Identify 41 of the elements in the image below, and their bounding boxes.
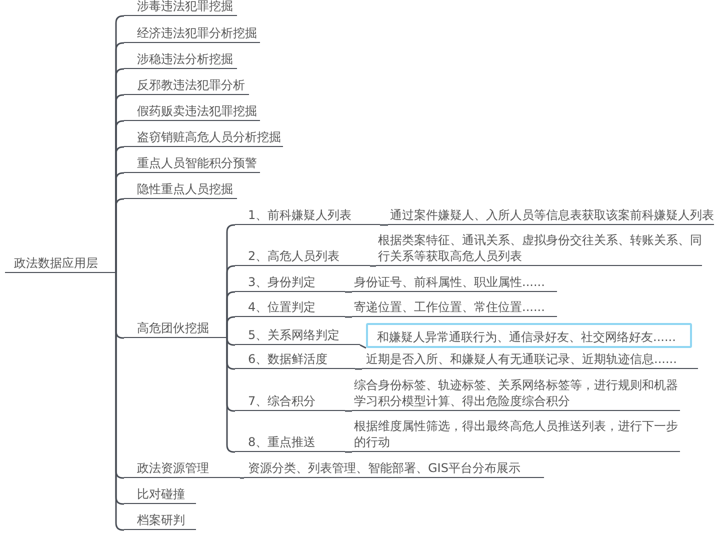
branch-topic: 5、关系网络判定 [235,327,360,345]
branch-topic: 涉稳违法分析挖掘 [124,51,237,69]
branch-topic: 隐性重点人员挖掘 [124,181,237,199]
branch-line [115,198,124,273]
branch-line [360,344,366,349]
branch-line [345,451,352,453]
branch-topic: 比对碰撞 [124,486,196,504]
branch-topic: 重点人员智能积分预警 [124,155,260,173]
branch-topic: 假药贩卖违法犯罪挖掘 [124,103,260,121]
detail-topic: 根据维度属性筛选，得出最终高危人员推送列表，进行下一步的行动 [352,416,680,452]
branch-line [370,265,376,267]
detail-topic: 通过案件嫌疑人、入所人员等信息表获取该案前科嫌疑人列表 [388,207,714,225]
branch-line [355,368,362,370]
detail-topic: 寄递位置、工作位置、常住位置...... [352,299,557,317]
selected-topic: 和嫌疑人异常通联行为、通信录好友、社交网络好友...... [366,323,692,348]
branch-topic: 8、重点推送 [235,434,345,452]
branch-topic: 4、位置判定 [235,299,345,317]
branch-line [345,291,352,293]
branch-topic: 档案研判 [124,512,196,530]
branch-line [226,316,236,338]
detail-topic: 资源分类、列表管理、智能部署、GIS平台分布展示 [244,460,544,478]
detail-topic: 综合身份标签、轨迹标签、关系网络标签等，进行规则和机器学习积分模型计算、得出危险度综合积分 [352,375,680,411]
branch-topic: 6、数据鲜活度 [235,351,355,369]
branch-topic: 政法资源管理 [124,460,240,478]
branch-topic: 涉毒违法犯罪挖掘 [124,0,237,16]
detail-topic: 身份证号、前科属性、职业属性...... [352,274,557,292]
branch-topic: 3、身份判定 [235,274,345,292]
branch-line [240,477,244,479]
branch-line [345,410,352,412]
branch-line [345,316,352,318]
root-topic: 政法数据应用层 [5,255,116,273]
branch-topic: 反邪教违法犯罪分析 [124,77,249,95]
branch-topic: 1、前科嫌疑人列表 [235,207,380,225]
detail-topic: 根据类案特征、通讯关系、虚拟身份交往关系、转账关系、同行关系等获取高危人员列表 [376,230,702,266]
branch-topic: 2、高危人员列表 [235,248,370,266]
branch-topic: 经济违法犯罪分析挖掘 [124,25,260,43]
branch-line [380,224,388,226]
branch-topic: 7、综合积分 [235,393,345,411]
branch-topic: 高危团伙挖掘 [124,320,227,338]
detail-topic: 近期是否入所、和嫌疑人有无通联记录、近期轨迹信息...... [362,351,698,369]
branch-topic: 盗窃销赃高危人员分析挖掘 [124,129,283,147]
